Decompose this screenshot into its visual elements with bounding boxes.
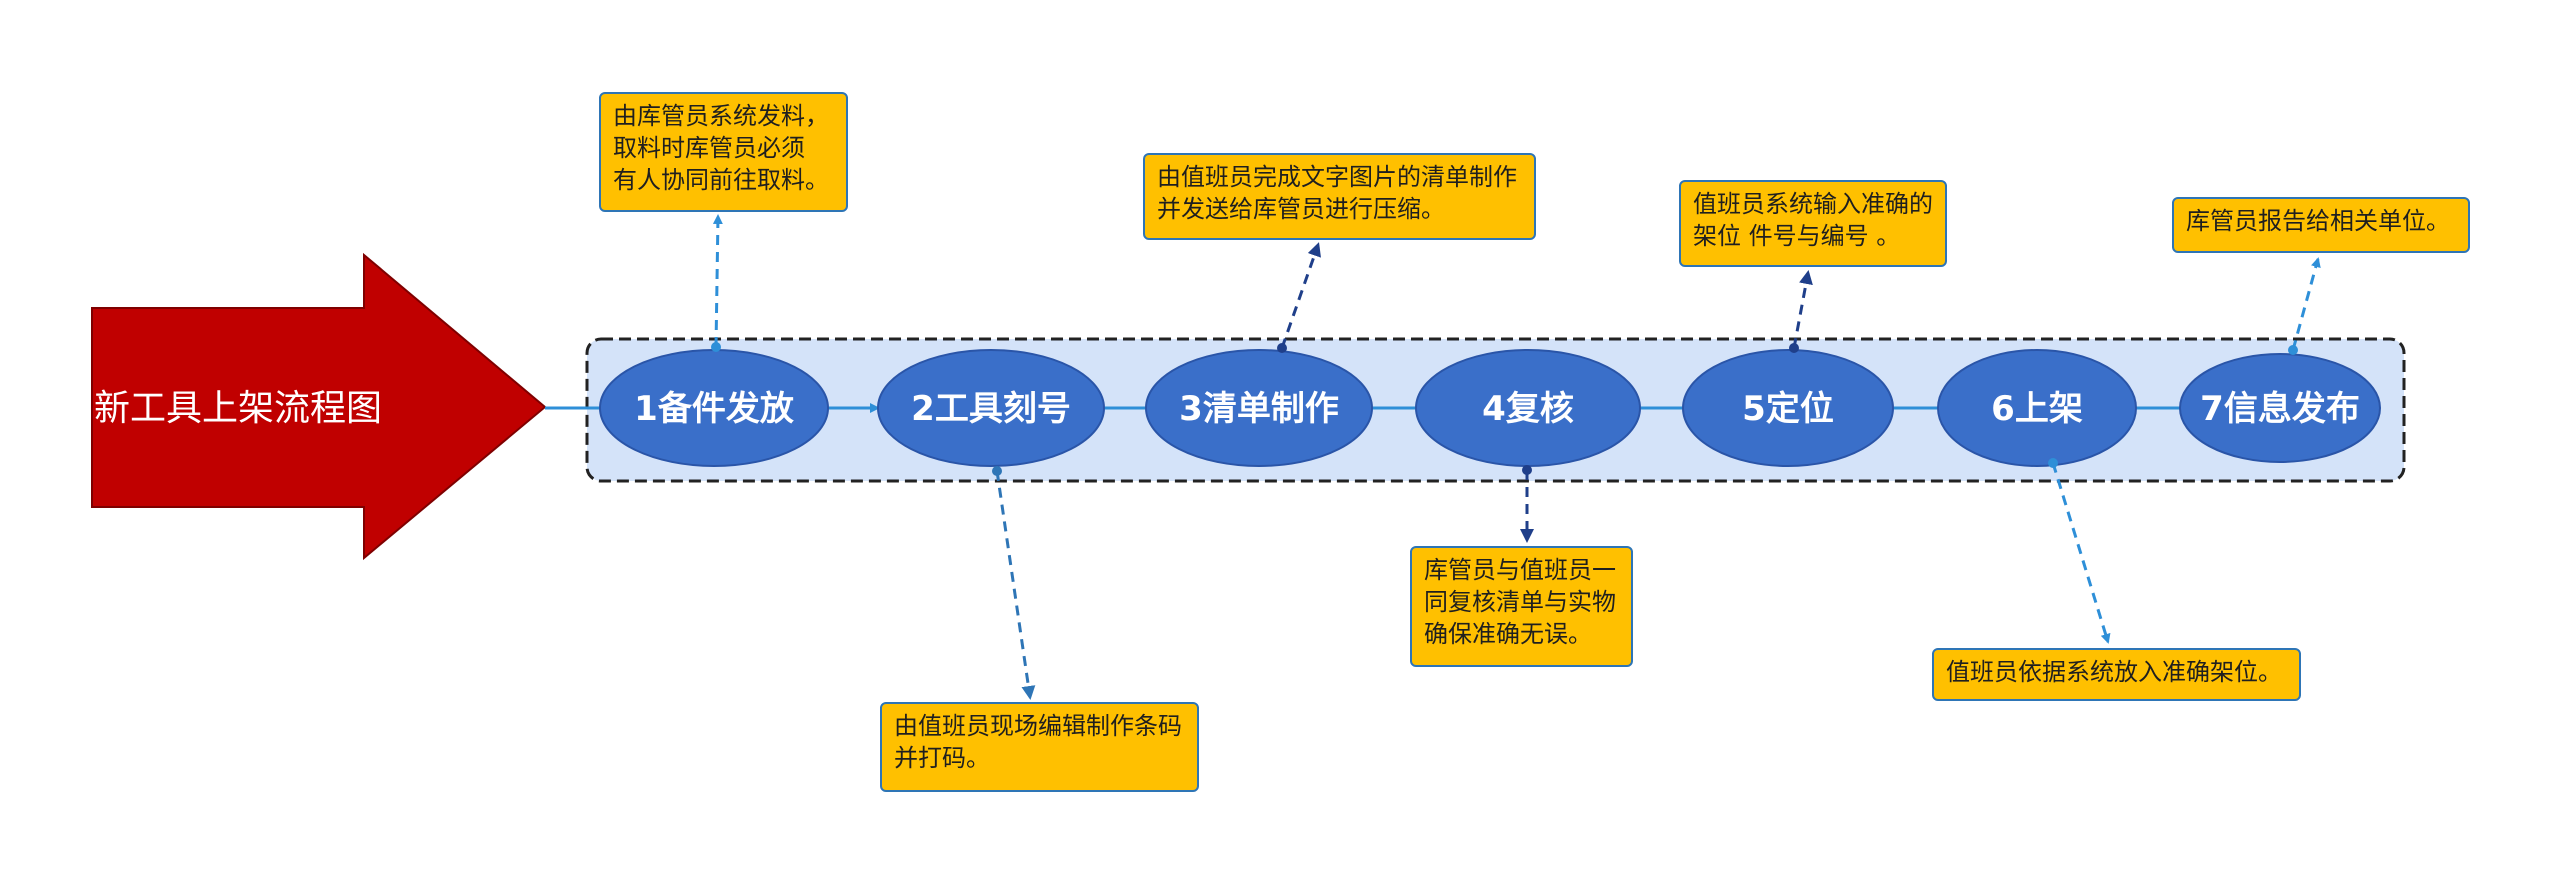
connector-6 bbox=[2048, 458, 2111, 644]
connector-4 bbox=[1520, 465, 1534, 543]
note-stage-1: 由库管员系统发料， 取料时库管员必须 有人协同前往取料。 bbox=[599, 92, 848, 212]
stage-1: 1备件发放 bbox=[599, 349, 829, 467]
main-arrow-label: 新工具上架流程图 bbox=[94, 388, 382, 429]
stage-2-label: 2工具刻号 bbox=[911, 389, 1071, 429]
connector-2 bbox=[992, 466, 1036, 700]
stage-6: 6上架 bbox=[1937, 349, 2137, 467]
connector-1 bbox=[711, 214, 723, 352]
main-arrow: 新工具上架流程图 bbox=[91, 252, 547, 561]
stage-3: 3清单制作 bbox=[1145, 349, 1373, 467]
main-arrow-shape bbox=[91, 252, 547, 561]
stage-7: 7信息发布 bbox=[2179, 353, 2381, 463]
note-stage-6: 值班员依据系统放入准确架位。 bbox=[1932, 648, 2301, 701]
note-connectors bbox=[711, 214, 2321, 700]
stage-3-label: 3清单制作 bbox=[1179, 389, 1339, 429]
stage-1-label: 1备件发放 bbox=[634, 389, 794, 429]
stage-4-label: 4复核 bbox=[1482, 389, 1574, 429]
note-stage-3: 由值班员完成文字图片的清单制作 并发送给库管员进行压缩。 bbox=[1143, 153, 1536, 240]
connector-5 bbox=[1789, 270, 1813, 353]
stage-5: 5定位 bbox=[1682, 349, 1894, 467]
note-stage-2: 由值班员现场编辑制作条码 并打码。 bbox=[880, 702, 1199, 792]
stage-4: 4复核 bbox=[1415, 349, 1641, 467]
connector-7 bbox=[2288, 257, 2321, 355]
stage-7-label: 7信息发布 bbox=[2200, 389, 2360, 429]
connector-3 bbox=[1277, 242, 1321, 353]
note-stage-7: 库管员报告给相关单位。 bbox=[2172, 197, 2470, 253]
stage-2: 2工具刻号 bbox=[877, 349, 1105, 467]
stage-5-label: 5定位 bbox=[1742, 389, 1834, 429]
note-stage-4: 库管员与值班员一 同复核清单与实物 确保准确无误。 bbox=[1410, 546, 1633, 667]
note-stage-5: 值班员系统输入准确的 架位 件号与编号 。 bbox=[1679, 180, 1947, 267]
stage-6-label: 6上架 bbox=[1991, 389, 2083, 429]
